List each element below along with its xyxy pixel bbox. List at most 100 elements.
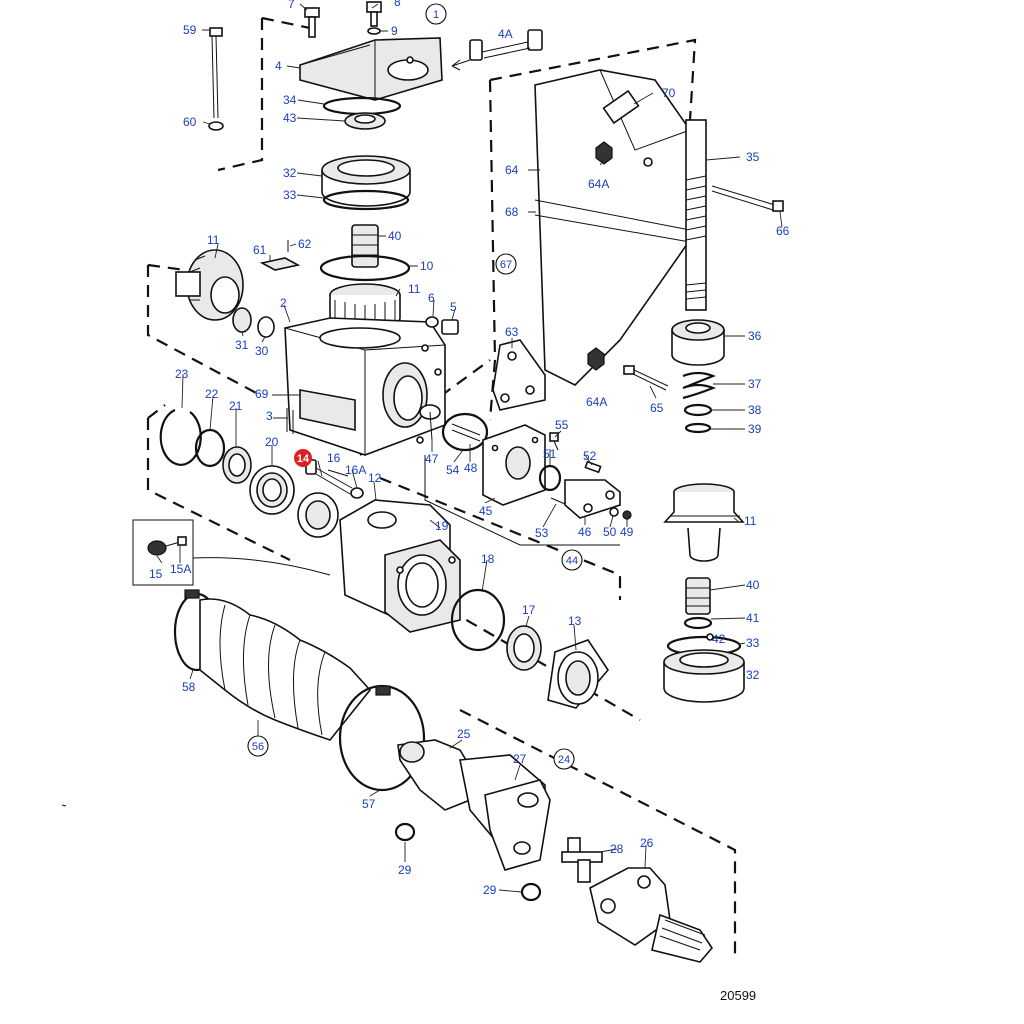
bolt-59 — [209, 27, 223, 119]
svg-text:44: 44 — [566, 555, 578, 567]
bolt-66 — [711, 185, 784, 212]
shaft-35 — [685, 119, 707, 311]
label-66: 66 — [776, 224, 790, 238]
label-54: 54 — [446, 463, 460, 477]
cable-15 — [192, 557, 331, 576]
bearing-32-top — [321, 155, 411, 207]
yoke-26 — [589, 867, 714, 963]
label-57: 57 — [362, 797, 376, 811]
label-10: 10 — [420, 259, 434, 273]
label-8: 8 — [394, 0, 401, 9]
group-outline-44 — [424, 455, 620, 546]
bearing-race-17 — [506, 625, 542, 671]
label-39: 39 — [748, 422, 762, 436]
label-47: 47 — [425, 452, 439, 466]
label-49: 49 — [620, 525, 634, 539]
label-12: 12 — [368, 471, 382, 485]
label-35: 35 — [746, 150, 760, 164]
label-52: 52 — [583, 449, 597, 463]
seal-20 — [249, 465, 295, 515]
label-5: 5 — [450, 300, 457, 314]
label-15: 15 — [149, 567, 163, 581]
label-23: 23 — [175, 367, 189, 381]
label-17: 17 — [522, 603, 536, 617]
label-21: 21 — [229, 399, 243, 413]
cover-45 — [482, 424, 546, 506]
nut-64A-upper — [595, 141, 613, 165]
label-13: 13 — [568, 614, 582, 628]
fitting-46 — [564, 479, 621, 519]
label-69: 69 — [255, 387, 269, 401]
label-63: 63 — [505, 325, 519, 339]
label-26: 26 — [640, 836, 654, 850]
circlip-23 — [159, 408, 202, 466]
label-27: 27 — [513, 752, 527, 766]
bearing-13 — [547, 639, 609, 709]
label-41: 41 — [746, 611, 760, 625]
svg-text:1: 1 — [433, 9, 439, 21]
highlighted-part-14[interactable]: 14 — [294, 449, 312, 467]
circled-ref-44: 44 — [561, 549, 583, 571]
label-50: 50 — [603, 525, 617, 539]
bolt-16 — [327, 469, 349, 477]
label-43: 43 — [283, 111, 297, 125]
label-32-top: 32 — [283, 166, 297, 180]
label-11-left: 11 — [207, 233, 220, 247]
bearing-housing-12 — [339, 499, 461, 633]
label-62: 62 — [298, 237, 312, 251]
label-16: 16 — [327, 451, 341, 465]
shaft-48 — [451, 423, 481, 442]
bearing-14-small — [297, 492, 339, 538]
circled-ref-67: 67 — [495, 253, 517, 275]
pipe-4A — [469, 29, 543, 61]
drawing-number: 20599 — [720, 988, 756, 1003]
stud-47 — [419, 404, 441, 441]
cross-28 — [561, 837, 603, 883]
bolt-8 — [366, 1, 382, 27]
label-18: 18 — [481, 552, 495, 566]
nut-49 — [622, 510, 632, 520]
label-68: 68 — [505, 205, 519, 219]
ring-21 — [222, 446, 252, 484]
upper-cover-64 — [534, 69, 691, 386]
washer-38 — [683, 403, 713, 417]
arrow-4A — [451, 59, 471, 71]
label-20: 20 — [265, 435, 279, 449]
ring-29-lower — [520, 882, 542, 902]
label-55: 55 — [555, 418, 569, 432]
inset-box-15 — [132, 519, 194, 586]
label-65: 65 — [650, 401, 664, 415]
washer-9 — [367, 27, 381, 35]
label-38: 38 — [748, 403, 762, 417]
svg-text:67: 67 — [500, 259, 512, 271]
label-16A: 16A — [345, 463, 366, 477]
label-15A: 15A — [170, 562, 191, 576]
nut-64A-lower — [587, 347, 605, 371]
label-64: 64 — [505, 163, 519, 177]
label-48: 48 — [464, 461, 478, 475]
bolt-55 — [549, 432, 559, 451]
label-2: 2 — [280, 296, 287, 310]
washer-31 — [232, 307, 252, 333]
ring-39 — [684, 422, 712, 434]
bearing-40-lower — [685, 577, 711, 615]
label-53: 53 — [535, 526, 549, 540]
label-25: 25 — [457, 727, 471, 741]
label-29-upper: 29 — [398, 863, 412, 877]
label-64A-lower: 64A — [586, 395, 607, 409]
cover-4 — [299, 37, 443, 101]
nut-15 — [147, 536, 187, 556]
stud-3 — [286, 408, 294, 434]
ring-41 — [683, 616, 713, 630]
label-34: 34 — [283, 93, 297, 107]
washer-16A — [350, 487, 364, 499]
svg-text:14: 14 — [297, 453, 310, 465]
bearing-32-lower — [663, 649, 745, 703]
gasket-34 — [322, 96, 402, 116]
pin-52 — [584, 460, 602, 474]
label-61: 61 — [253, 243, 267, 257]
nut-50 — [609, 507, 619, 517]
label-9: 9 — [391, 24, 398, 38]
label-51: 51 — [543, 447, 557, 461]
bearing-36 — [671, 319, 725, 366]
